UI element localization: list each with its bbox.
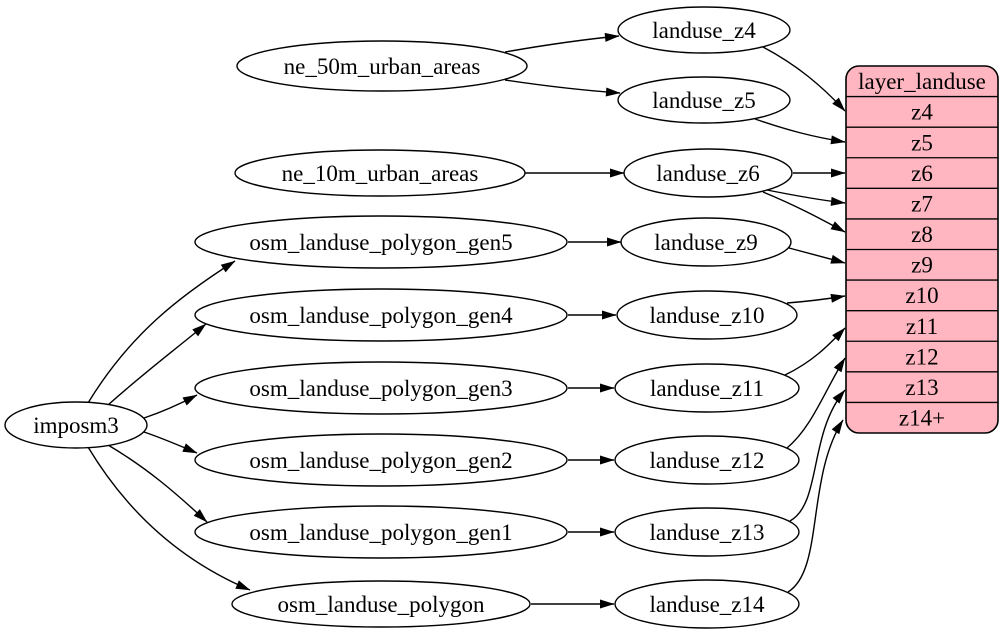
node-osm_landuse_polygon_gen5-label: osm_landuse_polygon_gen5 (249, 230, 512, 255)
node-osm_landuse_polygon_gen2: osm_landuse_polygon_gen2 (194, 433, 568, 487)
node-landuse_z4: landuse_z4 (617, 6, 791, 54)
node-landuse_z14-shape (614, 579, 800, 629)
node-landuse_z10-label: landuse_z10 (650, 303, 765, 328)
edges-layer (87, 32, 846, 609)
node-ne_10m_urban_areas: ne_10m_urban_areas (234, 149, 526, 197)
node-landuse_z12-shape (614, 435, 800, 485)
node-landuse_z9-shape (620, 217, 792, 267)
node-osm_landuse_polygon_gen2-shape (194, 433, 568, 487)
node-landuse_z14: landuse_z14 (614, 579, 800, 629)
node-ne_10m_urban_areas-shape (234, 149, 526, 197)
node-osm_landuse_polygon_gen2-label: osm_landuse_polygon_gen2 (249, 448, 512, 473)
node-landuse_z5-shape (617, 76, 791, 124)
node-landuse_z5: landuse_z5 (617, 76, 791, 124)
record-row-z8: z8 (911, 222, 933, 247)
node-landuse_z9: landuse_z9 (620, 217, 792, 267)
node-landuse_z13-shape (614, 507, 800, 557)
node-imposm3: imposm3 (4, 401, 148, 449)
edge-landuse_z6-to-layer_landuse-z8 (762, 191, 846, 233)
node-landuse_z12-label: landuse_z12 (650, 448, 765, 473)
record-row-z12: z12 (905, 344, 938, 369)
edge-landuse_z9-to-layer_landuse-z9 (788, 247, 846, 264)
edge-imposm3-to-osm_landuse_polygon_gen1 (107, 444, 208, 523)
node-ne_50m_urban_areas-label: ne_50m_urban_areas (284, 54, 481, 79)
node-osm_landuse_polygon_gen1: osm_landuse_polygon_gen1 (194, 505, 568, 559)
edge-landuse_z10-to-layer_landuse-z10 (786, 293, 846, 304)
edge-ne_50m_urban_areas-to-landuse_z4 (504, 32, 620, 53)
record-row-z11: z11 (906, 314, 938, 339)
node-landuse_z13: landuse_z13 (614, 507, 800, 557)
record-row-z14+: z14+ (899, 406, 945, 431)
node-osm_landuse_polygon-shape (231, 580, 531, 628)
node-osm_landuse_polygon_gen3: osm_landuse_polygon_gen3 (194, 361, 568, 415)
node-osm_landuse_polygon_gen3-label: osm_landuse_polygon_gen3 (249, 376, 512, 401)
edge-landuse_z14-to-layer_landuse-z14+ (787, 419, 844, 593)
node-osm_landuse_polygon-label: osm_landuse_polygon (278, 592, 485, 617)
edge-imposm3-to-osm_landuse_polygon_gen4 (107, 323, 207, 406)
record-row-z9: z9 (911, 253, 933, 278)
node-osm_landuse_polygon_gen1-shape (194, 505, 568, 559)
node-osm_landuse_polygon_gen5-shape (194, 215, 568, 269)
record-node-title: layer_landuse (858, 69, 986, 94)
nodes-layer: imposm3 ne_50m_urban_areas ne_10m_urban_ar… (4, 6, 800, 629)
record-row-z7: z7 (911, 191, 933, 216)
node-osm_landuse_polygon: osm_landuse_polygon (231, 580, 531, 628)
edge-imposm3-to-osm_landuse_polygon_gen2 (143, 431, 198, 454)
node-landuse_z9-label: landuse_z9 (654, 230, 757, 255)
node-landuse_z11-label: landuse_z11 (650, 376, 764, 401)
node-landuse_z4-label: landuse_z4 (652, 18, 756, 43)
table-layer: layer_landuse z4 z5 z6 z7 z8 z9 z10 z11 z12 z13 z14… (845, 65, 999, 434)
node-osm_landuse_polygon_gen3-shape (194, 361, 568, 415)
node-landuse_z10-shape (616, 290, 798, 340)
node-landuse_z6-shape (623, 148, 793, 198)
record-row-z4: z4 (911, 100, 933, 125)
node-osm_landuse_polygon_gen4-shape (194, 288, 568, 342)
edge-landuse_z5-to-layer_landuse-z5 (754, 118, 846, 145)
node-imposm3-shape (4, 401, 148, 449)
node-ne_50m_urban_areas-shape (236, 40, 528, 92)
edge-landuse_z13-to-layer_landuse-z13 (789, 389, 846, 522)
edge-imposm3-to-osm_landuse_polygon_gen5 (87, 260, 236, 404)
edge-ne_50m_urban_areas-to-landuse_z5 (504, 79, 621, 97)
node-ne_10m_urban_areas-label: ne_10m_urban_areas (282, 161, 479, 186)
node-landuse_z11-shape (614, 363, 800, 413)
node-landuse_z14-label: landuse_z14 (650, 592, 765, 617)
record-row-z5: z5 (911, 130, 933, 155)
node-landuse_z6-label: landuse_z6 (656, 161, 759, 186)
edge-landuse_z12-to-layer_landuse-z12 (786, 357, 846, 449)
edge-imposm3-to-osm_landuse_polygon_gen3 (143, 394, 198, 419)
node-osm_landuse_polygon_gen4-label: osm_landuse_polygon_gen4 (249, 303, 513, 328)
node-landuse_z12: landuse_z12 (614, 435, 800, 485)
record-row-z10: z10 (905, 283, 938, 308)
edge-landuse_z4-to-layer_landuse-z4 (762, 46, 846, 112)
node-imposm3-label: imposm3 (33, 413, 119, 438)
node-landuse_z5-label: landuse_z5 (652, 88, 755, 113)
edge-landuse_z11-to-layer_landuse-z11 (784, 327, 846, 376)
node-osm_landuse_polygon_gen5: osm_landuse_polygon_gen5 (194, 215, 568, 269)
record-node-layer_landuse: layer_landuse z4 z5 z6 z7 z8 z9 z10 z11 z12 z13 z14… (845, 65, 999, 434)
node-ne_50m_urban_areas: ne_50m_urban_areas (236, 40, 528, 92)
node-landuse_z4-shape (617, 6, 791, 54)
node-landuse_z11: landuse_z11 (614, 363, 800, 413)
edge-landuse_z6-to-layer_landuse-z7 (766, 189, 846, 206)
node-landuse_z6: landuse_z6 (623, 148, 793, 198)
record-row-z6: z6 (911, 161, 933, 186)
node-landuse_z13-label: landuse_z13 (650, 520, 765, 545)
node-osm_landuse_polygon_gen4: osm_landuse_polygon_gen4 (194, 288, 568, 342)
record-row-z13: z13 (905, 375, 938, 400)
node-landuse_z10: landuse_z10 (616, 290, 798, 340)
node-osm_landuse_polygon_gen1-label: osm_landuse_polygon_gen1 (249, 520, 512, 545)
edge-imposm3-to-osm_landuse_polygon (87, 446, 251, 591)
